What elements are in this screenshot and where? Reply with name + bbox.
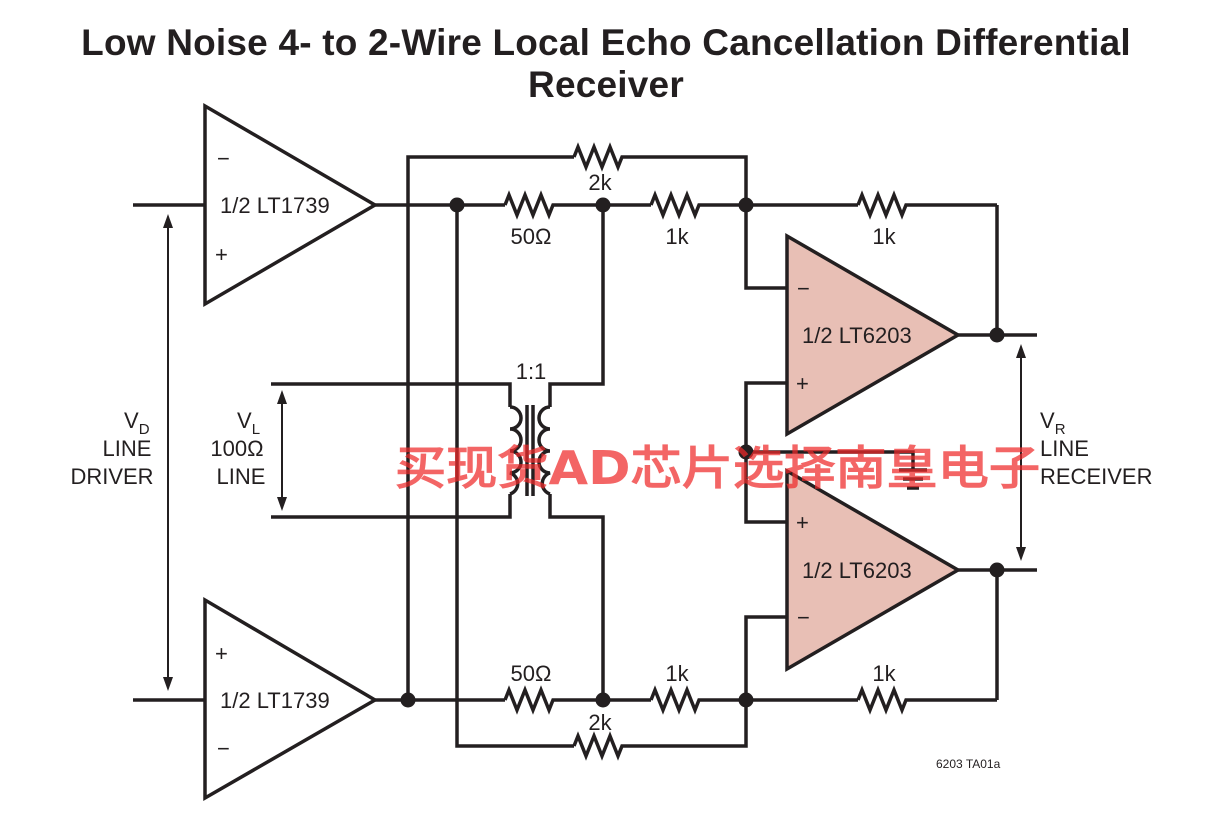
watermark-text: 买现货AD芯片选择南皇电子 xyxy=(395,441,1040,495)
diagram-title: Low Noise 4- to 2-Wire Local Echo Cancel… xyxy=(81,22,1131,105)
resistor-top-1k-fb xyxy=(856,190,910,220)
vl-arrow xyxy=(277,390,287,511)
vd-driver: DRIVER xyxy=(70,464,153,489)
label-top-2k: 2k xyxy=(588,170,612,195)
resistor-bot-50 xyxy=(503,685,557,715)
vl-label: VL xyxy=(237,408,260,438)
resistor-bot-1k-fb xyxy=(856,685,910,715)
driver-top-label: 1/2 LT1739 xyxy=(220,193,330,218)
label-bot-1k-fb: 1k xyxy=(872,661,896,686)
receiver-top-minus: − xyxy=(797,276,810,301)
label-bot-50: 50Ω xyxy=(511,661,552,686)
label-bot-1k-a: 1k xyxy=(665,661,689,686)
label-top-1k-fb: 1k xyxy=(872,224,896,249)
receiver-top-label: 1/2 LT6203 xyxy=(802,323,912,348)
resistor-top-2k xyxy=(572,142,626,172)
resistor-top-1k-a xyxy=(649,190,703,220)
receiver-top-amp xyxy=(785,232,962,438)
vd-line: LINE xyxy=(103,436,152,461)
vr-receiver: RECEIVER xyxy=(1040,464,1152,489)
receiver-bottom-minus: − xyxy=(797,605,810,630)
driver-bottom-minus: − xyxy=(217,736,230,761)
resistor-bot-1k-a xyxy=(649,685,703,715)
driver-bottom-plus: + xyxy=(215,641,228,666)
driver-top-plus: + xyxy=(215,242,228,267)
figure-code: 6203 TA01a xyxy=(936,757,1001,771)
driver-bottom-label: 1/2 LT1739 xyxy=(220,688,330,713)
vl-impedance: 100Ω xyxy=(210,436,263,461)
resistor-top-50 xyxy=(503,190,557,220)
vr-arrow xyxy=(1016,344,1026,561)
resistor-bot-2k xyxy=(572,731,626,761)
vd-label: VD xyxy=(124,408,150,438)
label-transformer-ratio: 1:1 xyxy=(516,359,547,384)
receiver-bottom-plus: + xyxy=(796,510,809,535)
receiver-bottom-label: 1/2 LT6203 xyxy=(802,558,912,583)
ground-symbol xyxy=(899,468,927,490)
junction-dots xyxy=(400,197,1005,708)
vd-arrow xyxy=(163,214,173,691)
resistors xyxy=(503,142,910,761)
vl-line: LINE xyxy=(217,464,266,489)
transformer xyxy=(509,405,551,496)
driver-top-minus: − xyxy=(217,146,230,171)
label-bot-2k: 2k xyxy=(588,710,612,735)
receiver-bottom-amp xyxy=(785,467,962,673)
label-top-1k-a: 1k xyxy=(665,224,689,249)
receiver-top-plus: + xyxy=(796,371,809,396)
vr-label: VR xyxy=(1040,408,1066,438)
label-top-50: 50Ω xyxy=(511,224,552,249)
vr-line: LINE xyxy=(1040,436,1089,461)
